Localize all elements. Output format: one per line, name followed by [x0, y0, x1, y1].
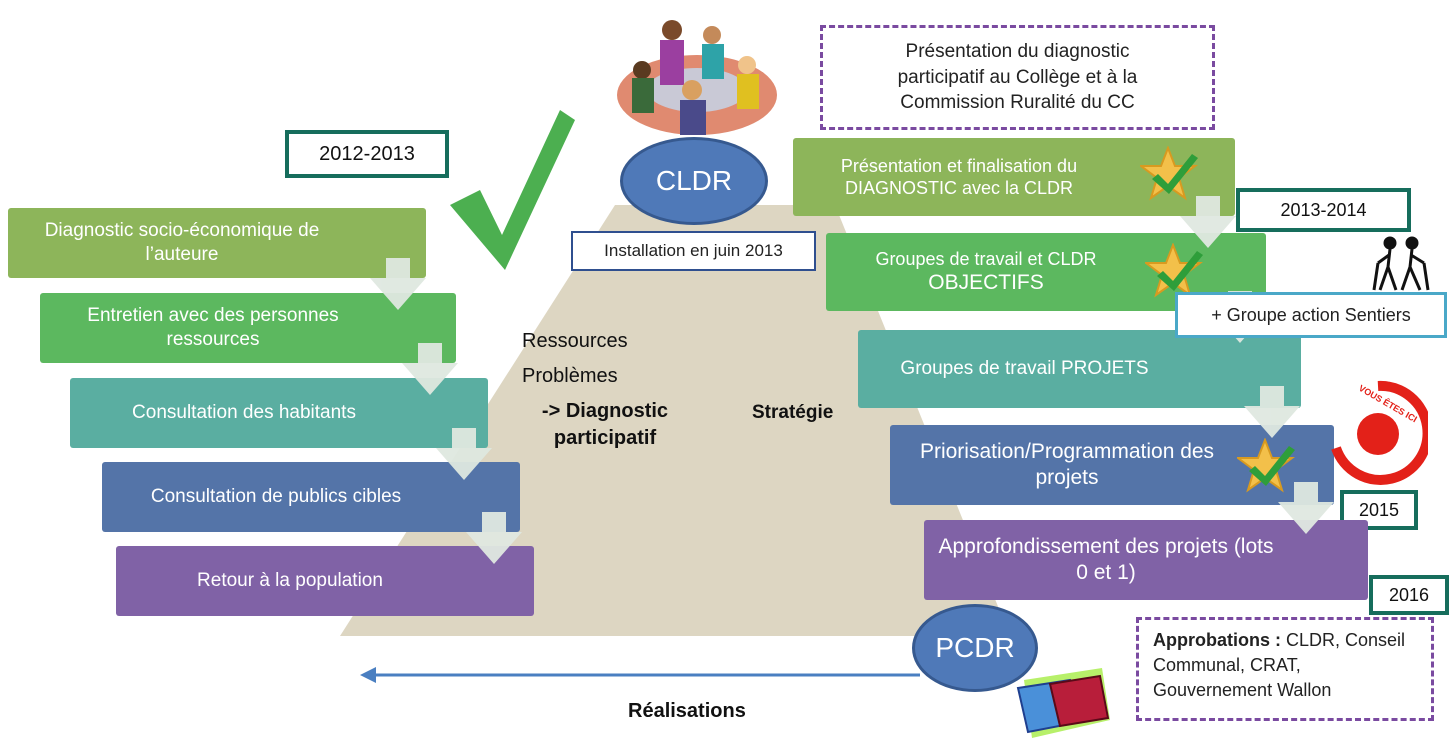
- presentation-note: Présentation du diagnostic participatif …: [820, 25, 1215, 130]
- books-icon: [1016, 668, 1110, 738]
- right-step-approfondissement: Approfondissement des projets (lots 0 et…: [924, 520, 1368, 600]
- installation-label: Installation en juin 2013: [571, 231, 816, 271]
- sentiers-box: + Groupe action Sentiers: [1175, 292, 1447, 338]
- approbations-note: Approbations : CLDR, Conseil Communal, C…: [1136, 617, 1434, 721]
- ressources-label: Ressources: [522, 330, 628, 352]
- realisations-label: Réalisations: [628, 700, 746, 722]
- strategie-label: Stratégie: [752, 402, 834, 423]
- diagnostic-label: -> Diagnostic participatif: [541, 400, 669, 449]
- star-check-icon: [1237, 438, 1295, 493]
- big-check-icon: [450, 110, 575, 270]
- star-check-icon: [1145, 243, 1203, 298]
- pcdr-oval: PCDR: [912, 604, 1038, 692]
- year-2012-2013: 2012-2013: [285, 130, 449, 178]
- year-2013-2014: 2013-2014: [1236, 188, 1411, 232]
- right-step-priorisation: Priorisation/Programmation des projets: [890, 425, 1334, 505]
- left-step-5: Retour à la population: [116, 546, 534, 616]
- hikers-icon: [1372, 236, 1430, 291]
- right-step-projets: Groupes de travail PROJETS: [858, 330, 1301, 408]
- left-step-4: Consultation de publics cibles: [102, 462, 520, 532]
- problemes-label: Problèmes: [522, 365, 618, 387]
- right-step-objectifs: Groupes de travail et CLDR OBJECTIFS: [826, 233, 1266, 311]
- pcdr-label: PCDR: [935, 632, 1015, 663]
- star-check-icon: [1140, 146, 1198, 201]
- year-2016: 2016: [1369, 575, 1449, 615]
- year-2015: 2015: [1340, 490, 1418, 530]
- cldr-oval: CLDR: [620, 137, 768, 225]
- vous-etes-ici-badge-icon: [1331, 380, 1428, 485]
- left-step-3: Consultation des habitants: [70, 378, 488, 448]
- left-arrows: [370, 258, 522, 564]
- meeting-illustration-icon: [617, 20, 777, 135]
- left-step-2: Entretien avec des personnes ressources: [40, 293, 456, 363]
- cldr-label: CLDR: [655, 165, 733, 196]
- left-step-1: Diagnostic socio-économique de l’auteure: [8, 208, 426, 278]
